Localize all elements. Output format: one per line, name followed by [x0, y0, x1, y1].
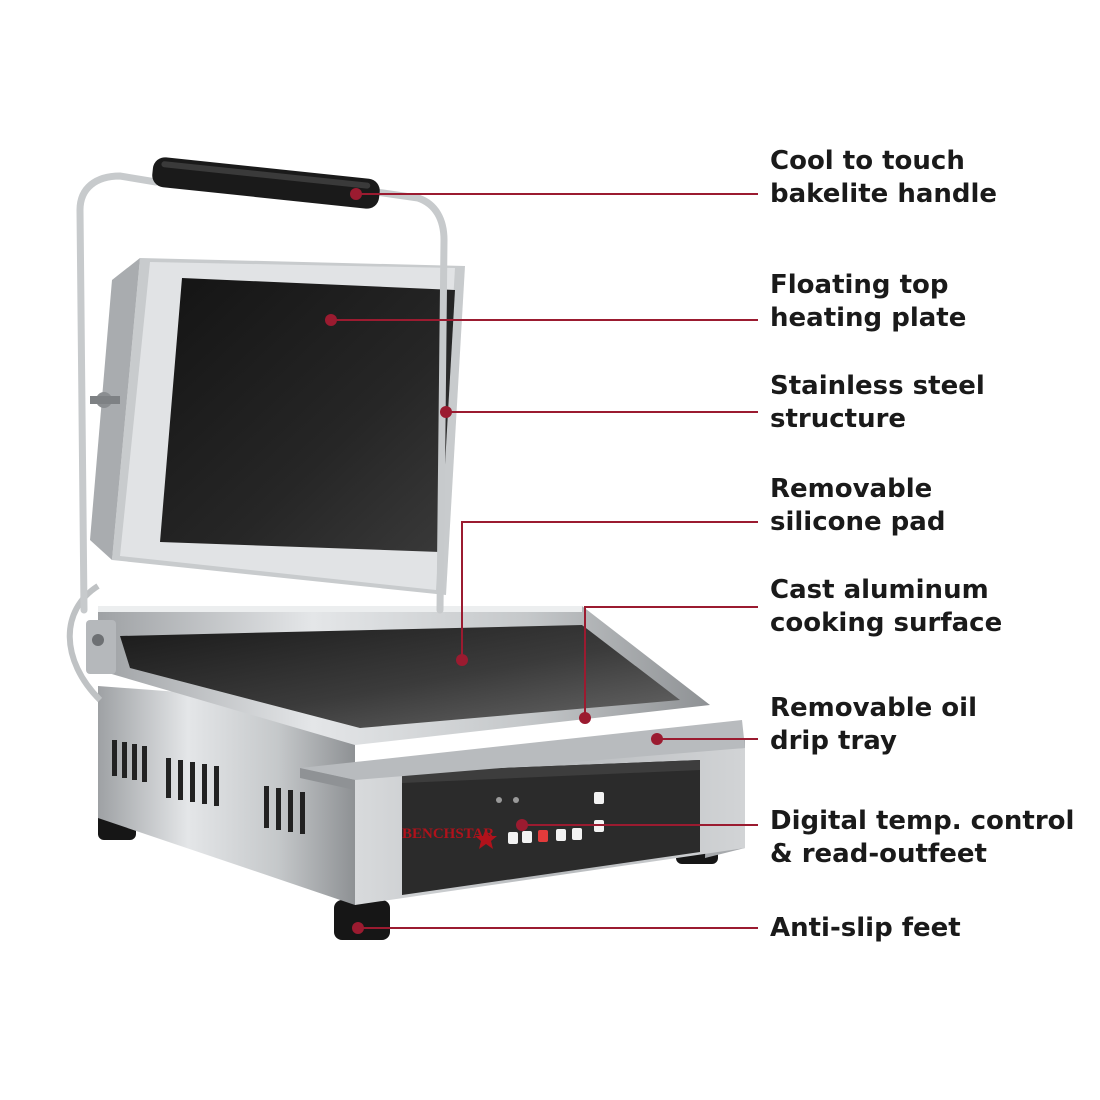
- callout-handle: Cool to touch bakelite handle: [770, 145, 1090, 211]
- digital-control-panel: BENCHSTAR: [402, 792, 604, 849]
- callout-line: Cool to touch: [770, 146, 965, 176]
- callout-drip-tray: Removable oil drip tray: [770, 692, 1090, 758]
- callout-line: Removable: [770, 474, 933, 504]
- oil-drip-tray: [300, 720, 745, 790]
- callout-line: Removable oil: [770, 693, 977, 723]
- callout-line: Anti-slip feet: [770, 913, 961, 943]
- svg-text:BENCHSTAR: BENCHSTAR: [402, 826, 494, 842]
- bakelite-handle: [152, 157, 380, 209]
- base-body: [66, 583, 745, 905]
- callout-digital-control: Digital temp. control & read-outfeet: [770, 805, 1090, 871]
- top-heating-plate: [90, 258, 465, 595]
- side-vents: [112, 740, 305, 834]
- brand-logo: BENCHSTAR: [402, 826, 497, 849]
- handle-arm: [76, 172, 448, 614]
- callout-line: Cast aluminum: [770, 575, 989, 605]
- callout-cooking-surface: Cast aluminum cooking surface: [770, 574, 1090, 640]
- callout-line: Digital temp. control: [770, 806, 1075, 836]
- callout-top-plate: Floating top heating plate: [770, 269, 1090, 335]
- callout-silicone-pad: Removable silicone pad: [770, 473, 1090, 539]
- callout-line: Stainless steel: [770, 371, 985, 401]
- callout-line: drip tray: [770, 726, 897, 756]
- callout-line: Floating top: [770, 270, 949, 300]
- callout-line: & read-outfeet: [770, 839, 987, 869]
- cooking-surface: [86, 606, 710, 745]
- callout-line: cooking surface: [770, 608, 1003, 638]
- callout-line: structure: [770, 404, 907, 434]
- callout-line: bakelite handle: [770, 179, 998, 209]
- callout-structure: Stainless steel structure: [770, 370, 1090, 436]
- callout-leaders: [331, 193, 758, 929]
- callout-line: silicone pad: [770, 507, 946, 537]
- callout-anti-slip-feet: Anti-slip feet: [770, 912, 1090, 945]
- callout-markers: [325, 188, 663, 934]
- callout-line: heating plate: [770, 303, 967, 333]
